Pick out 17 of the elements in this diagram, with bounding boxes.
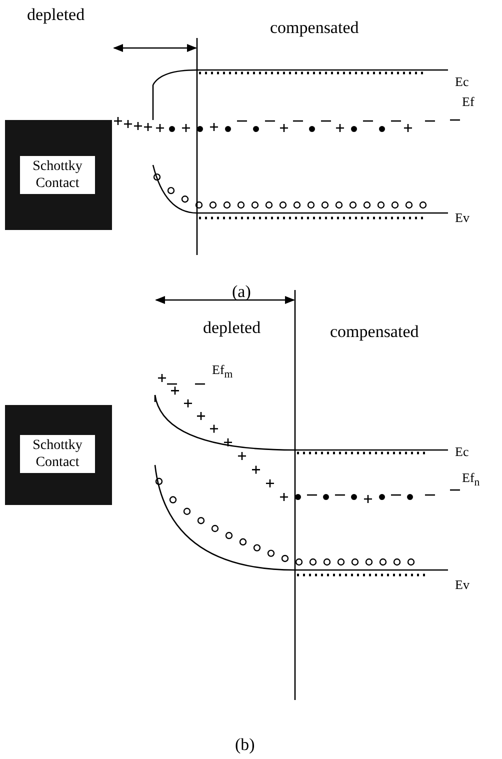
contact-block — [5, 120, 112, 230]
band-label: Ec — [455, 443, 469, 461]
region-label: depleted — [27, 5, 85, 25]
region-label: depleted — [203, 318, 261, 338]
panel-label: (b) — [235, 735, 255, 755]
level-label: Ef$_{m}$ — [212, 361, 233, 383]
level-label: Ef$_{n}$ — [462, 469, 480, 491]
contact-label: Schottky Contact — [20, 156, 95, 194]
level-label: Ef — [462, 93, 474, 111]
region-label: compensated — [330, 322, 419, 342]
band-label: Ev — [455, 209, 470, 227]
region-label: compensated — [270, 18, 359, 38]
band-label: Ec — [455, 73, 469, 91]
panel-label: (a) — [232, 282, 251, 302]
contact-block — [5, 405, 112, 505]
band-label: Ev — [455, 576, 470, 594]
contact-label: Schottky Contact — [20, 435, 95, 473]
